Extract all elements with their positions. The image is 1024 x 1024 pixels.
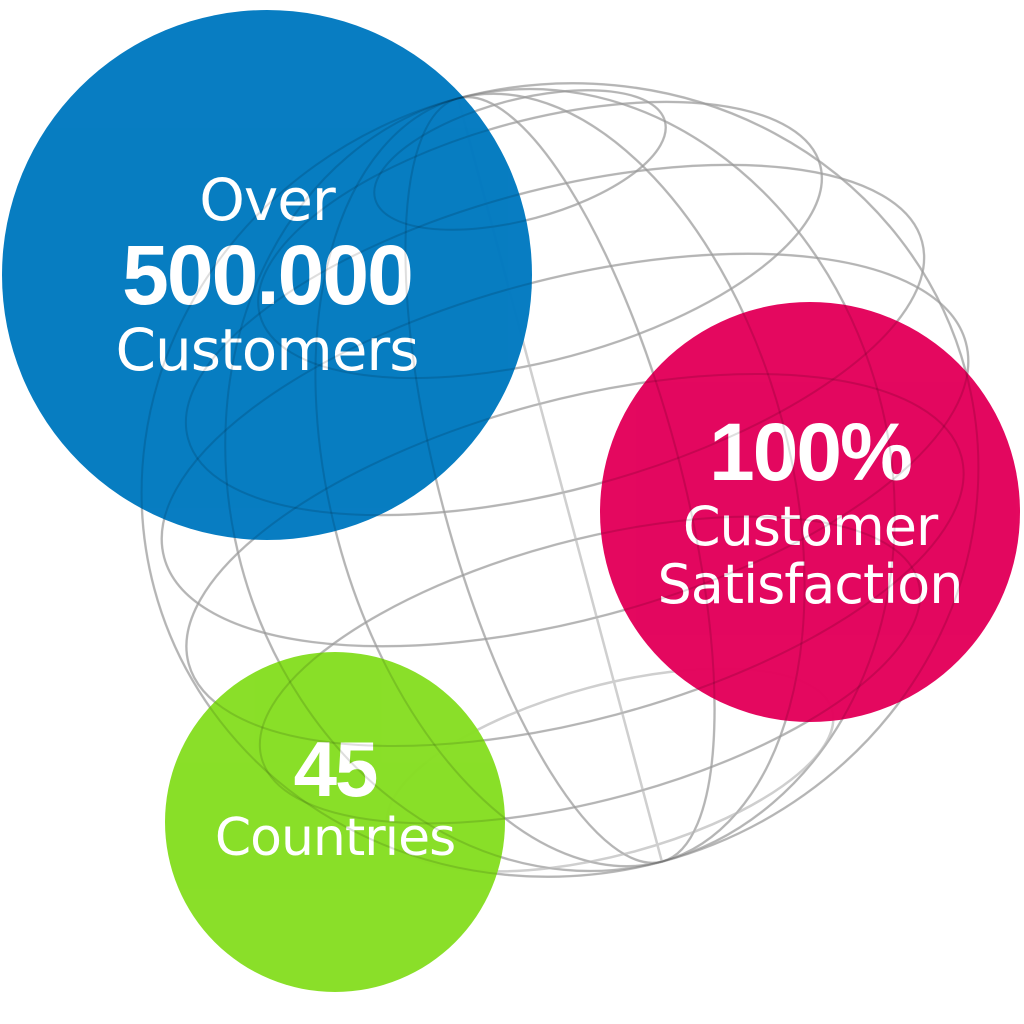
stat-label-line1: Customer: [682, 495, 938, 558]
stat-countries: 45 Countries: [165, 652, 505, 992]
stat-customers: Over 500.000 Customers: [2, 10, 532, 540]
stat-satisfaction: 100% Customer Satisfaction: [600, 302, 1020, 722]
stat-prefix: Over: [199, 166, 336, 234]
stat-label-line2: Satisfaction: [657, 553, 964, 616]
stat-value: 45: [293, 725, 379, 813]
stat-label: Countries: [214, 808, 456, 868]
stat-label: Customers: [115, 316, 420, 384]
stat-value: 100%: [709, 407, 913, 498]
stat-value: 500.000: [122, 228, 414, 322]
